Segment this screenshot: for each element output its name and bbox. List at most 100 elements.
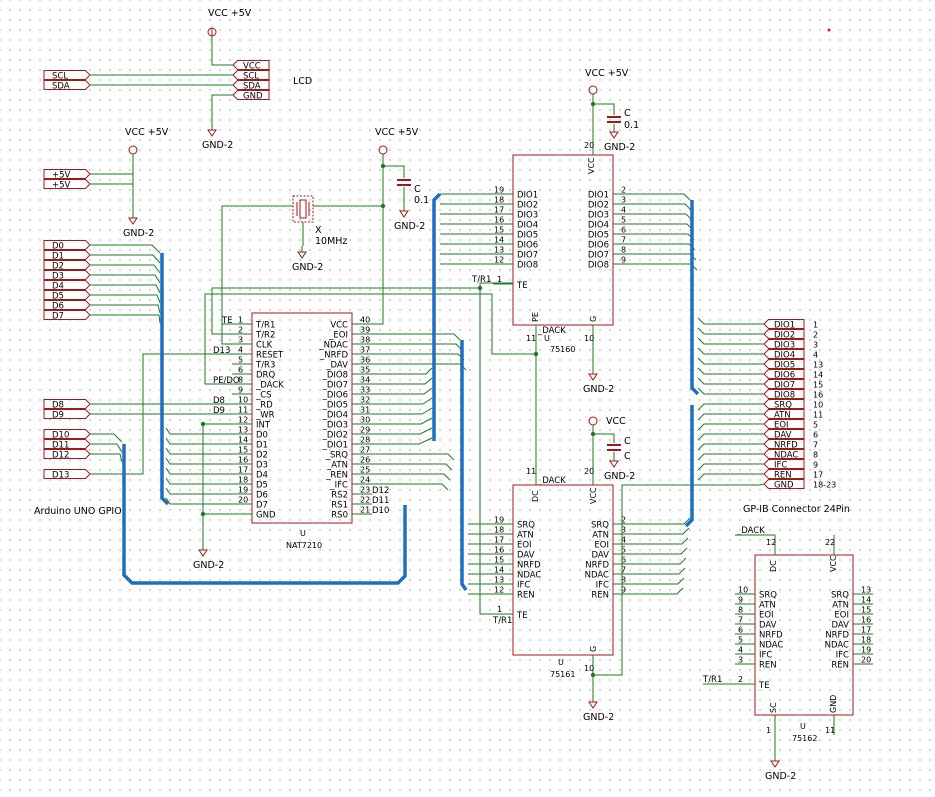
u160-pin-name-left: DIO7: [517, 250, 538, 260]
u161-pin-name-right: REN: [591, 590, 609, 600]
u162-pin-name-left: IFC: [759, 650, 772, 660]
ground-label: GND-2: [583, 384, 614, 395]
arduino-5v-port-2-shape: [43, 179, 91, 189]
nat-pin-num: 31: [360, 406, 370, 415]
nat-pin-name: _DIO5: [322, 400, 348, 410]
u160-pin-num: 18: [494, 196, 504, 205]
wire: [372, 473, 451, 481]
u160-pe-num: 11: [526, 334, 536, 343]
u160-pin-num: 13: [494, 246, 504, 255]
ground-icon: [198, 549, 208, 557]
crystal-x: X 10MHz: [292, 195, 347, 247]
u161-pin-num: 14: [494, 566, 504, 575]
u162-pin-name-left: ATN: [759, 600, 776, 610]
wire: [372, 463, 453, 471]
lcd-pin-gnd: GND: [243, 91, 263, 101]
gpib-port-dio8-shape: [763, 389, 805, 399]
arduino-port-d9: D9: [52, 410, 64, 420]
wire: [221, 206, 232, 325]
ground-icon: [128, 217, 138, 225]
nat-pin-name: T/R1: [255, 320, 275, 330]
svg-text:G: G: [589, 316, 598, 322]
u160-pin-name-left: DIO4: [517, 220, 538, 230]
gpib-port-num: 16: [813, 390, 823, 399]
wire: [165, 437, 232, 445]
nat-pin-num: 16: [238, 456, 248, 465]
u162-pin-num: 14: [861, 596, 871, 605]
u162-pin-num: 17: [861, 626, 871, 635]
svg-text:VCC +5V: VCC +5V: [208, 8, 252, 19]
gpib-port-dio4-shape: [763, 349, 805, 359]
svg-text:U: U: [300, 529, 306, 538]
arduino-port-d13: D13: [52, 470, 69, 480]
nat-pin-name: RS1: [331, 500, 348, 510]
nat-pin-name: _REN: [325, 470, 348, 480]
u161-vcc-num: 20: [584, 467, 594, 476]
u161-pin-name-right: NRFD: [585, 560, 609, 570]
nat-pin-name: _DAV: [325, 360, 348, 370]
u161-pin-num: 18: [494, 526, 504, 535]
u162-gnd-num: 11: [825, 726, 835, 735]
gpib-port-srq: SRQ: [774, 400, 792, 410]
u160-pin-name-right: DIO8: [588, 260, 609, 270]
wire: [697, 413, 764, 421]
wire: [372, 333, 461, 341]
nat-pin-name: _DIO2: [322, 430, 348, 440]
u162-pin-num: 13: [861, 586, 871, 595]
u161-pin-name-right: IFC: [596, 580, 609, 590]
u160-te-num: 1: [497, 275, 502, 284]
wire: [202, 423, 232, 514]
wire: [90, 314, 161, 324]
arduino-port-d0: D0: [52, 241, 64, 251]
wire: [372, 437, 433, 445]
arduino-port-d11-shape: [43, 439, 91, 449]
arduino-port-d8: D8: [52, 400, 64, 410]
u162-pin-name-right: EOI: [834, 610, 849, 620]
u161-pin-name-left: NDAC: [517, 570, 541, 580]
wire: [432, 192, 442, 441]
gpib-port-ifc-shape: [763, 459, 805, 469]
arduino-port-d4-shape: [43, 280, 91, 290]
wire: [633, 213, 693, 221]
u161-pin-num: 12: [494, 586, 504, 595]
gpib-port-num: 14: [813, 370, 823, 379]
lcd-scl-port-shape: [43, 70, 91, 80]
svg-text:SC: SC: [769, 702, 778, 713]
ground-label: GND-2: [394, 221, 425, 232]
u161-pin-num: 5: [621, 546, 626, 555]
u161-pin-num: 13: [494, 576, 504, 585]
svg-text:U: U: [800, 722, 806, 731]
ground-icon: [588, 373, 598, 381]
u160-pin-num: 19: [494, 186, 504, 195]
u162-pin-name-right: REN: [831, 660, 849, 670]
svg-text:PE: PE: [531, 312, 540, 322]
gpib-port-dio6-shape: [763, 369, 805, 379]
nat-pin-num: 25: [360, 466, 370, 475]
gpib-port-num: 2: [813, 330, 818, 339]
nat-pin-num: 11: [238, 406, 248, 415]
arduino-port-d10: D10: [52, 430, 69, 440]
svg-text:0.1: 0.1: [624, 120, 639, 131]
u162-pin-num: 18: [861, 636, 871, 645]
u160-pin-name-right: DIO1: [588, 190, 609, 200]
u162-pin-num: 5: [738, 636, 743, 645]
gpib-port-num: 4: [813, 350, 818, 359]
nat-pin-name: D2: [256, 450, 268, 460]
nat-pin-num: 35: [360, 366, 370, 375]
nat-pin-name: _SRQ: [325, 450, 349, 460]
lcd-pin-vcc-shape: [232, 60, 270, 70]
lcd-pin-scl: SCL: [243, 71, 259, 81]
wire: [211, 94, 233, 124]
wire: [90, 264, 161, 274]
wire: [383, 165, 405, 178]
wire: [90, 294, 161, 304]
u162-pin-num: 20: [861, 656, 871, 665]
wire: [90, 244, 161, 254]
u161-pin-name-left: ATN: [517, 530, 534, 540]
ground-icon: [588, 701, 598, 709]
lcd-scl-port: SCL: [52, 71, 68, 81]
wire: [90, 304, 161, 314]
wire: [633, 587, 684, 595]
nat-pin-name: RS0: [331, 510, 348, 520]
